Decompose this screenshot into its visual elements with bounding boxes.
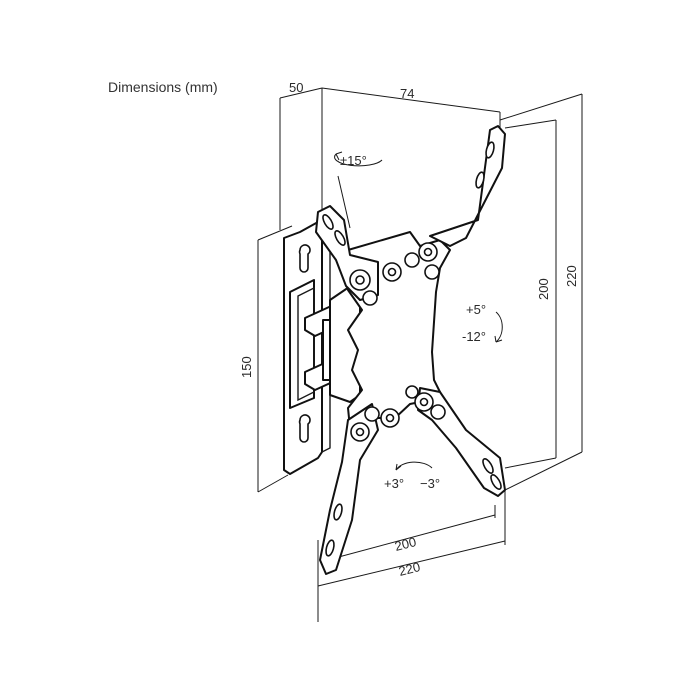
vesa-height-inner-label: 200: [536, 278, 551, 300]
vesa-width-outer-label: 220: [397, 559, 422, 579]
vesa-height-dimension: [499, 93, 583, 491]
level-ccw-label: −3°: [420, 476, 440, 491]
vesa-height-outer-label: 220: [564, 265, 579, 287]
wall-plate-height-label: 150: [239, 356, 254, 378]
swivel-angle-label: ±15°: [340, 153, 367, 168]
arm-depth-label: 50: [289, 80, 303, 95]
vesa-width-inner-label: 200: [393, 534, 418, 554]
swivel-arrow: [334, 151, 383, 229]
level-cw-label: +3°: [384, 476, 404, 491]
tilt-down-label: -12°: [462, 329, 486, 344]
vesa-width-dimension: [317, 490, 506, 622]
wall-to-plate-label: 74: [400, 86, 414, 101]
vesa-bracket: [315, 125, 506, 575]
level-arrow: [395, 461, 433, 471]
diagram-title: Dimensions (mm): [108, 79, 218, 95]
depth-dimension: [279, 87, 501, 230]
tilt-up-label: +5°: [466, 302, 486, 317]
tilt-arrow: [494, 311, 503, 343]
wall-plate-dimension: [257, 225, 293, 493]
